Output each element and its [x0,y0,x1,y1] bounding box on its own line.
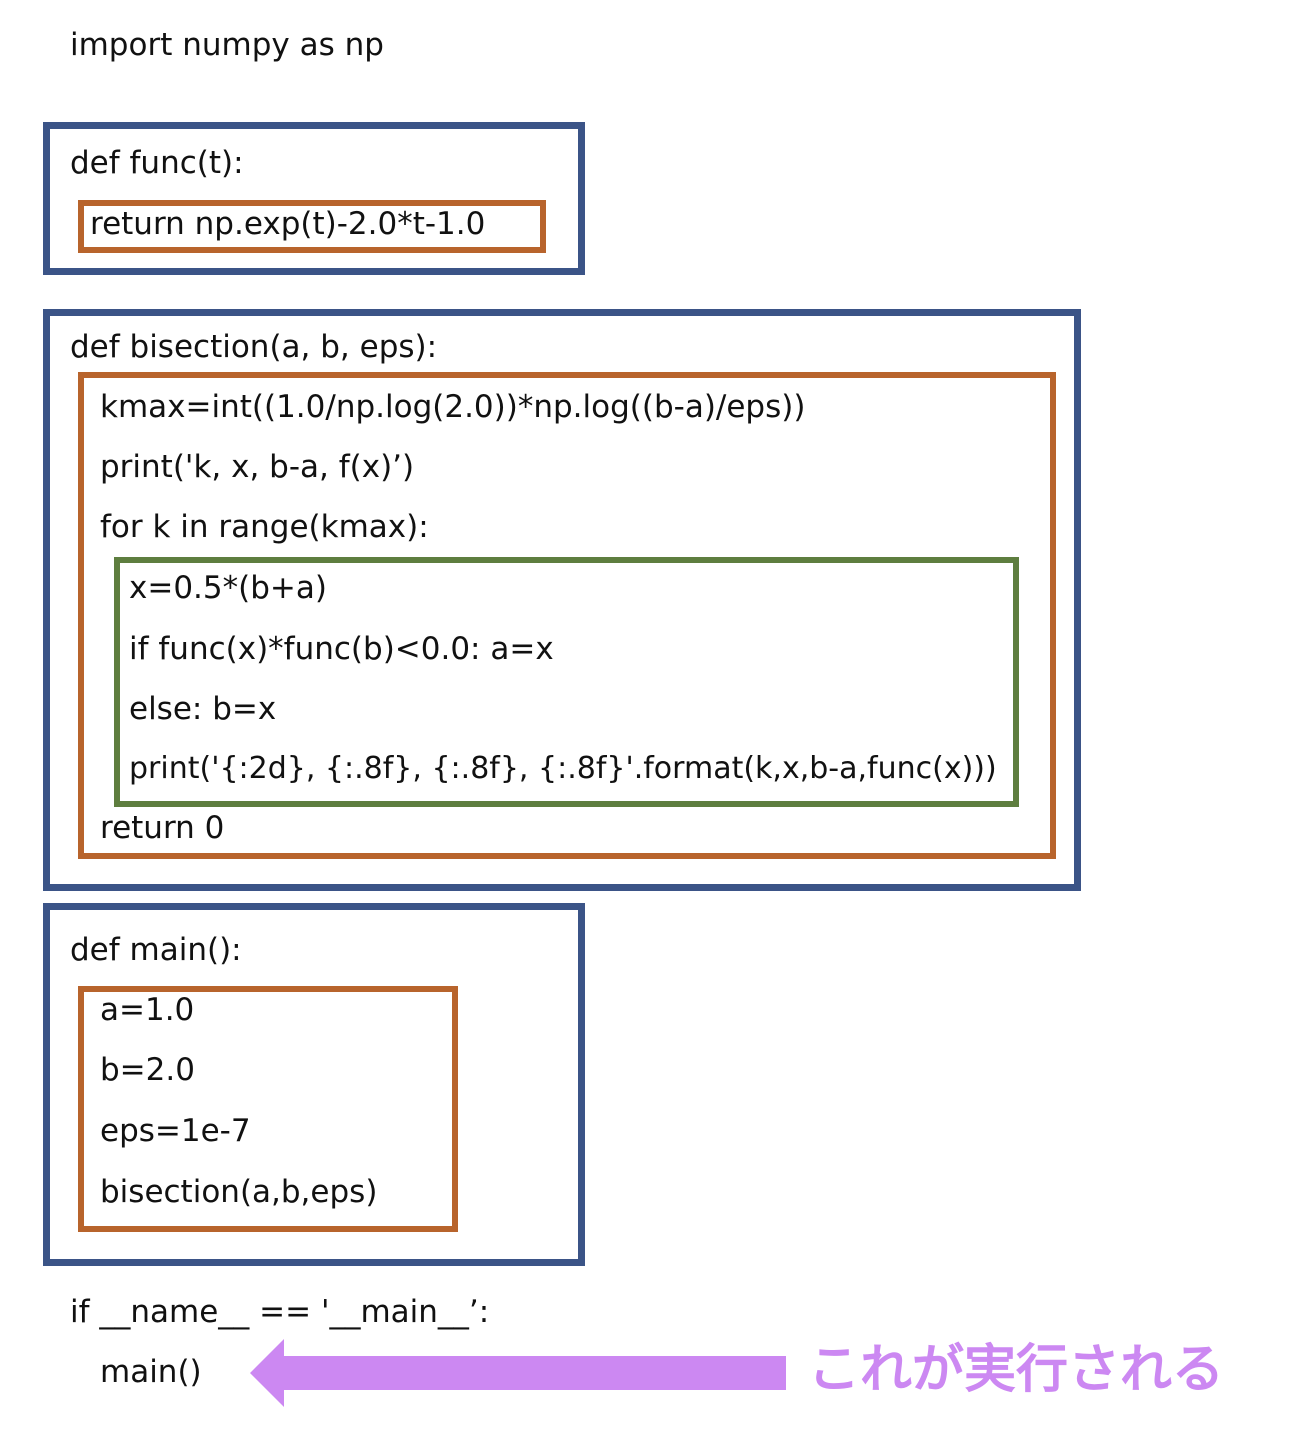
bisection-call-line: bisection(a,b,eps) [100,1174,378,1210]
main-function-box [43,903,585,1266]
execution-annotation: これが実行される [808,1340,1225,1400]
print-header-line: print('k, x, b-a, f(x)’) [100,449,415,485]
if-name-main-line: if __name__ == '__main__’: [70,1294,490,1330]
import-line: import numpy as np [70,27,384,63]
bisection-body-box [78,372,1056,859]
else-line: else: b=x [129,691,277,727]
assign-b-line: b=2.0 [100,1052,195,1088]
if-sign-line: if func(x)*func(b)<0.0: a=x [129,631,554,667]
func-function-box [43,122,585,275]
main-def-line: def main(): [70,932,242,968]
func-return-line: return np.exp(t)-2.0*t-1.0 [90,206,486,242]
main-call-line: main() [100,1354,202,1390]
print-format-line: print('{:2d}, {:.8f}, {:.8f}, {:.8f}'.fo… [129,751,997,786]
func-body-box [78,200,546,253]
for-loop-line: for k in range(kmax): [100,509,429,545]
arrow-shape [250,1339,786,1407]
bisection-def-line: def bisection(a, b, eps): [70,329,438,365]
func-def-line: def func(t): [70,145,244,181]
assign-eps-line: eps=1e-7 [100,1113,251,1149]
loop-body-box [114,557,1019,807]
main-body-box [78,986,458,1232]
assign-a-line: a=1.0 [100,992,195,1028]
return-zero-line: return 0 [100,810,225,846]
kmax-line: kmax=int((1.0/np.log(2.0))*np.log((b-a)/… [100,389,806,425]
midpoint-line: x=0.5*(b+a) [129,570,327,606]
bisection-function-box [43,309,1081,891]
